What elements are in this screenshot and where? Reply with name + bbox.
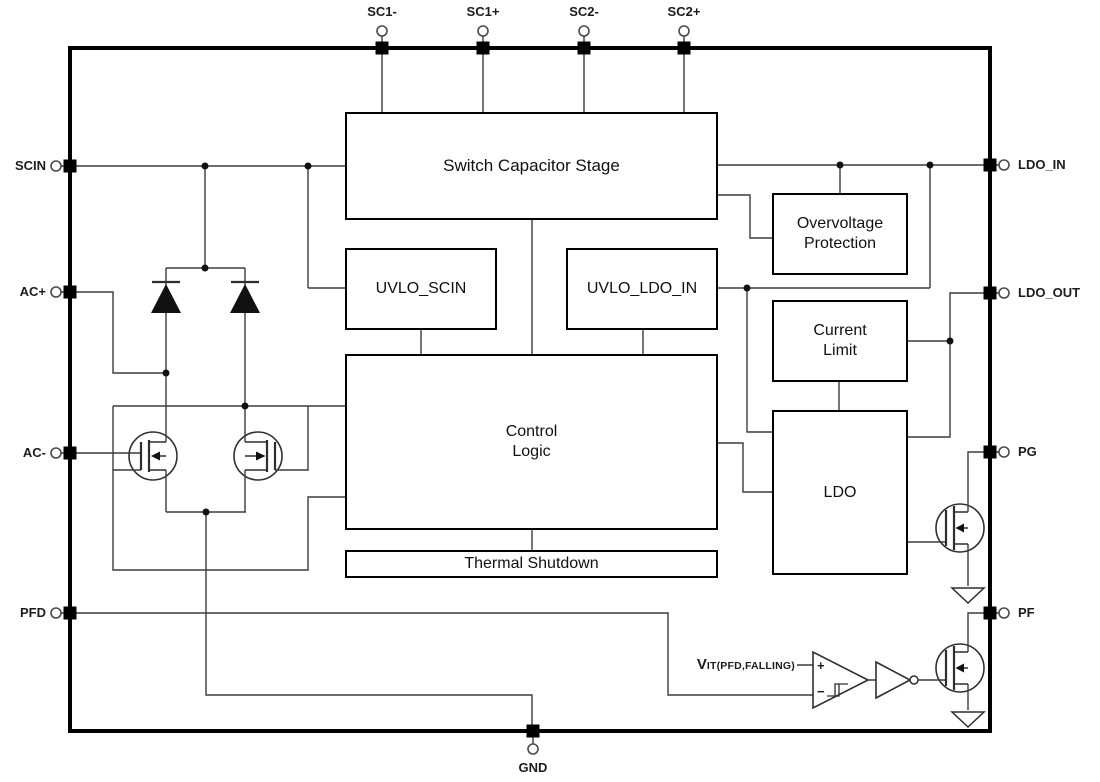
block-label-line1: Control: [505, 423, 558, 440]
mosfet-arrow-icon: [256, 451, 266, 461]
block-uvlo-ldo-in: UVLO_LDO_IN: [566, 248, 718, 330]
hysteresis-icon: [827, 683, 848, 697]
pg-mosfet-symbol: [944, 506, 968, 550]
block-control-logic: Control Logic: [345, 354, 718, 530]
block-switch-capacitor-stage: Switch Capacitor Stage: [345, 112, 718, 220]
ground-icon: [950, 587, 986, 605]
comparator-minus-sign: −: [817, 684, 825, 699]
block-label-line2: Protection: [803, 235, 877, 252]
comparator-reference-label: VIT(PFD,FALLING): [640, 656, 795, 674]
pin-label-sc1-minus: SC1-: [367, 4, 397, 19]
pin-label-ldo-out: LDO_OUT: [1018, 285, 1081, 300]
diode-icon: [151, 284, 181, 313]
pin-label-gnd: GND: [518, 760, 548, 775]
block-label: Thermal Shutdown: [464, 555, 599, 572]
pin-label-pfd: PFD: [20, 605, 46, 620]
pin-label-ac-minus: AC-: [22, 445, 46, 460]
junction-dots: [162, 161, 954, 516]
block-label: UVLO_LDO_IN: [586, 280, 698, 297]
pin-label-pg: PG: [1018, 444, 1037, 459]
pin-label-scin: SCIN: [14, 158, 46, 173]
pin-label-sc2-plus: SC2+: [667, 4, 701, 19]
vit-main: V: [696, 656, 707, 673]
mosfet-arrow-icon: [955, 663, 964, 673]
ground-icons: [950, 587, 986, 729]
mosfet-arrow-icon: [955, 523, 964, 533]
block-label: UVLO_SCIN: [375, 280, 467, 297]
interconnect-wires: [61, 36, 999, 744]
block-current-limit: Current Limit: [772, 300, 908, 382]
ground-icon: [950, 711, 986, 729]
pin-pads: [63, 41, 997, 738]
mosfet-arrow-icon: [151, 451, 160, 461]
inverter-bubble-icon: [909, 675, 919, 685]
vit-subscript: IT(PFD,FALLING): [706, 660, 795, 672]
pin-label-ldo-in: LDO_IN: [1018, 157, 1066, 172]
pin-label-pf: PF: [1018, 605, 1035, 620]
pin-label-sc1-plus: SC1+: [466, 4, 500, 19]
bridge-mosfet-symbols: [139, 440, 277, 472]
pf-mosfet-symbol: [944, 646, 968, 690]
comparator-icon: [812, 650, 870, 710]
block-ldo: LDO: [772, 410, 908, 575]
block-thermal-shutdown: Thermal Shutdown: [345, 550, 718, 578]
pin-label-ac-plus: AC+: [19, 284, 46, 299]
comparator-plus-sign: +: [817, 658, 825, 673]
block-label: Switch Capacitor Stage: [443, 156, 620, 176]
block-label-line2: Limit: [823, 342, 857, 359]
block-label: LDO: [823, 483, 857, 501]
pin-label-sc2-minus: SC2-: [569, 4, 599, 19]
block-label-line2: Logic: [512, 443, 551, 460]
block-label-line1: Current: [813, 322, 867, 339]
block-label-line1: Overvoltage: [796, 215, 884, 232]
block-overvoltage-protection: Overvoltage Protection: [772, 193, 908, 275]
inverter-icon: [875, 660, 919, 700]
block-uvlo-scin: UVLO_SCIN: [345, 248, 497, 330]
diode-icons: [151, 280, 260, 313]
pin-terminals: [50, 25, 1010, 755]
diode-icon: [230, 284, 260, 313]
